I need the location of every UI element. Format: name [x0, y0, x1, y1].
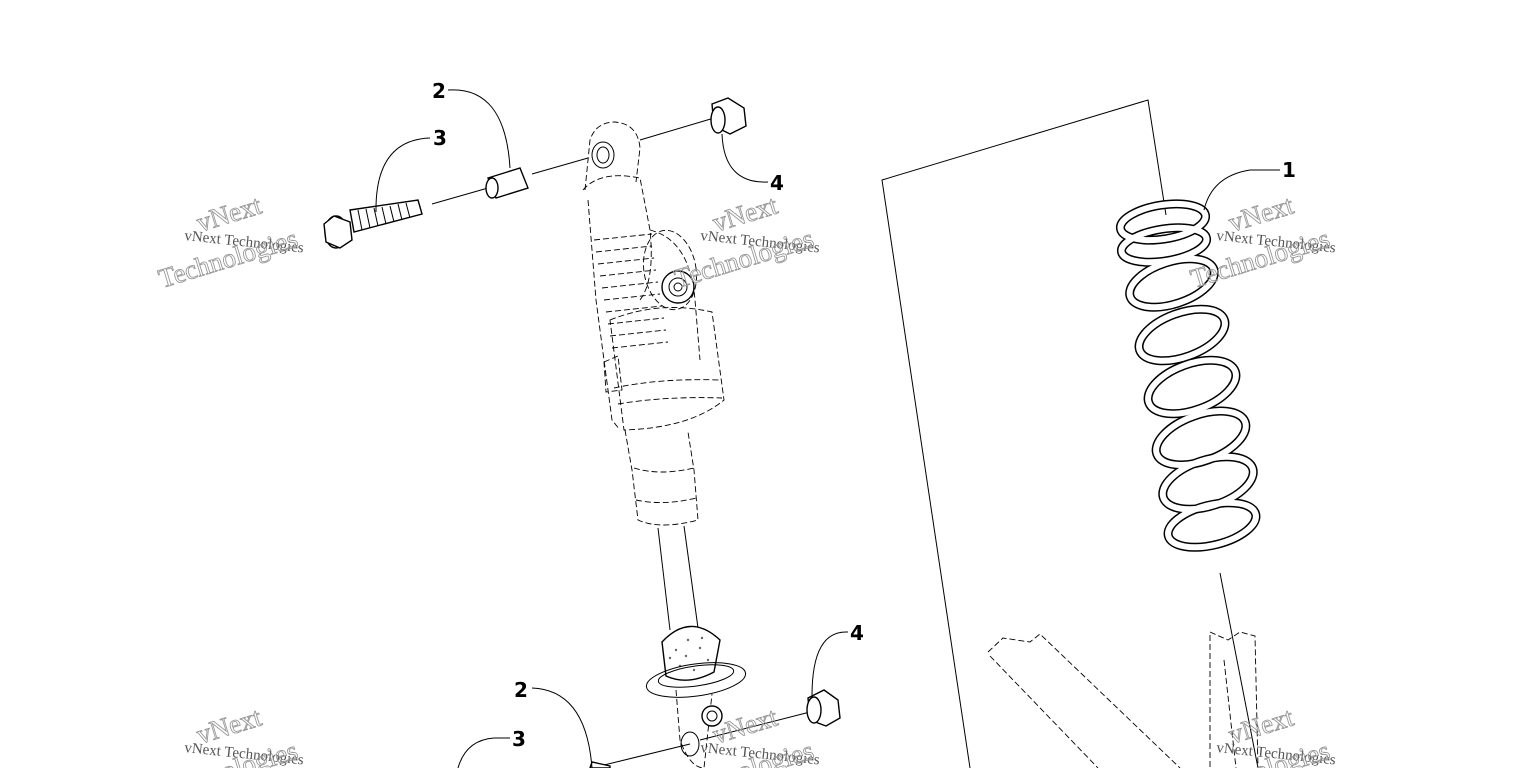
- lower-nut-icon: [806, 689, 841, 727]
- shock-absorber: [582, 121, 747, 768]
- upper-bolt-icon: [323, 199, 423, 249]
- coil-spring: [1115, 199, 1261, 552]
- dashed-frame-lower: [987, 631, 1259, 768]
- watermark-bottom-left: vNext vNext Technologies Technologies: [155, 701, 305, 768]
- watermark-bottom-right: vNext vNext Technologies Technologies: [1187, 701, 1337, 768]
- watermark-bottom-middle: vNext vNext Technologies Technologies: [671, 701, 821, 768]
- upper-bushing-icon: [485, 167, 529, 199]
- upper-nut-icon: [710, 97, 747, 135]
- callout-nut-lower: 4: [850, 621, 864, 645]
- lower-hardware: [589, 689, 841, 768]
- callout-labels: 1 2 3 4 4 2 3: [432, 79, 1296, 751]
- lower-bushing-icon: [589, 761, 611, 768]
- callout-bushing-upper: 2: [432, 79, 446, 103]
- callout-nut-upper: 4: [770, 171, 784, 195]
- leader-lines: [375, 89, 1280, 768]
- watermark-top-middle: vNext vNext Technologies Technologies: [671, 189, 821, 294]
- callout-spring: 1: [1282, 158, 1296, 182]
- callout-bolt-lower: 3: [512, 727, 526, 751]
- callout-bolt-upper: 3: [433, 126, 447, 150]
- watermarks: vNext vNext Technologies Technologies vN…: [155, 189, 1337, 768]
- upper-hardware: [323, 97, 747, 249]
- callout-bushing-lower: 2: [514, 678, 528, 702]
- watermark-top-left: vNext vNext Technologies Technologies: [155, 189, 305, 294]
- spring-frame: [881, 99, 1259, 768]
